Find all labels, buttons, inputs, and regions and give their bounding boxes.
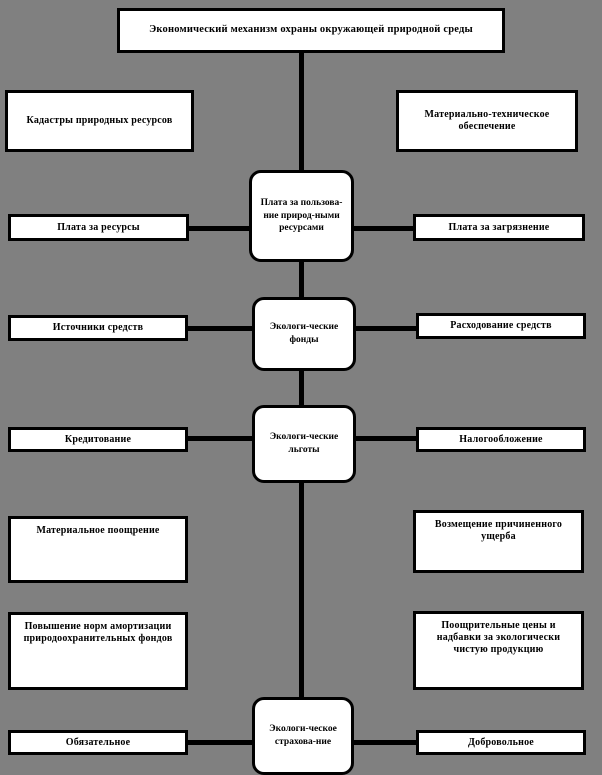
box-pooshchritelnye-ceny-label: Поощрительные цены и надбавки за экологи…	[436, 620, 561, 655]
node-ekologicheskoe-strahovanie-label: Экологи-ческое страхова-ние	[269, 724, 337, 747]
connector-vertical-spine	[299, 46, 304, 748]
box-vozmeshchenie-ushcherba-label: Возмещение причиненного ущерба	[434, 519, 563, 542]
box-nalogooblozhenie-label: Налогообложение	[459, 433, 543, 445]
connector-row2-right	[350, 326, 418, 331]
box-rashodovanie-sredstv: Расходование средств	[416, 313, 586, 339]
node-ekologicheskie-fondy: Экологи-ческие фонды	[252, 297, 356, 371]
box-povyshenie-norm-amortizacii: Повышение норм амортизации природоохрани…	[8, 612, 188, 690]
box-istochniki-sredstv: Источники средств	[8, 315, 188, 341]
box-materialno-tehnicheskoe-label: Материально-техническое обеспечение	[424, 109, 550, 132]
title-box: Экономический механизм охраны окружающей…	[117, 8, 505, 53]
box-plata-za-zagryaznenie-label: Плата за загрязнение	[448, 221, 550, 233]
box-pooshchritelnye-ceny: Поощрительные цены и надбавки за экологи…	[413, 611, 584, 690]
box-kadastry-label: Кадастры природных ресурсов	[26, 115, 173, 127]
connector-row4-left	[183, 740, 253, 745]
connector-row3-right	[350, 436, 418, 441]
node-plata-polzovanie: Плата за пользова-ние природ-ными ресурс…	[249, 170, 354, 262]
node-plata-polzovanie-label: Плата за пользова-ние природ-ными ресурс…	[260, 197, 343, 234]
title-box-label: Экономический механизм охраны окружающей…	[149, 24, 473, 36]
node-ekologicheskie-lgoty: Экологи-ческие льготы	[252, 405, 356, 483]
box-kadastry: Кадастры природных ресурсов	[5, 90, 194, 152]
node-ekologicheskoe-strahovanie: Экологи-ческое страхова-ние	[252, 697, 354, 775]
box-dobrovolnoe: Добровольное	[416, 730, 586, 755]
connector-row2-left	[183, 326, 253, 331]
box-plata-za-resursy: Плата за ресурсы	[8, 214, 189, 241]
connector-row3-left	[183, 436, 253, 441]
box-plata-za-resursy-label: Плата за ресурсы	[57, 221, 140, 233]
box-materialno-tehnicheskoe: Материально-техническое обеспечение	[396, 90, 578, 152]
box-povyshenie-norm-amortizacii-label: Повышение норм амортизации природоохрани…	[23, 621, 173, 644]
connector-row4-right	[350, 740, 418, 745]
box-materialnoe-pooshchrenie-label: Материальное поощрение	[36, 525, 160, 536]
box-kreditovanie: Кредитование	[8, 427, 188, 452]
box-istochniki-sredstv-label: Источники средств	[52, 322, 144, 334]
box-dobrovolnoe-label: Добровольное	[468, 736, 534, 748]
box-plata-za-zagryaznenie: Плата за загрязнение	[413, 214, 585, 241]
box-nalogooblozhenie: Налогообложение	[416, 427, 586, 452]
box-vozmeshchenie-ushcherba: Возмещение причиненного ущерба	[413, 510, 584, 573]
node-ekologicheskie-lgoty-label: Экологи-ческие льготы	[269, 432, 339, 455]
box-obyazatelnoe: Обязательное	[8, 730, 188, 755]
connector-row1-left	[183, 226, 253, 231]
connector-row1-right	[350, 226, 418, 231]
node-ekologicheskie-fondy-label: Экологи-ческие фонды	[269, 322, 339, 345]
box-materialnoe-pooshchrenie: Материальное поощрение	[8, 516, 188, 583]
box-kreditovanie-label: Кредитование	[64, 433, 132, 445]
box-rashodovanie-sredstv-label: Расходование средств	[450, 320, 552, 332]
box-obyazatelnoe-label: Обязательное	[65, 736, 131, 748]
